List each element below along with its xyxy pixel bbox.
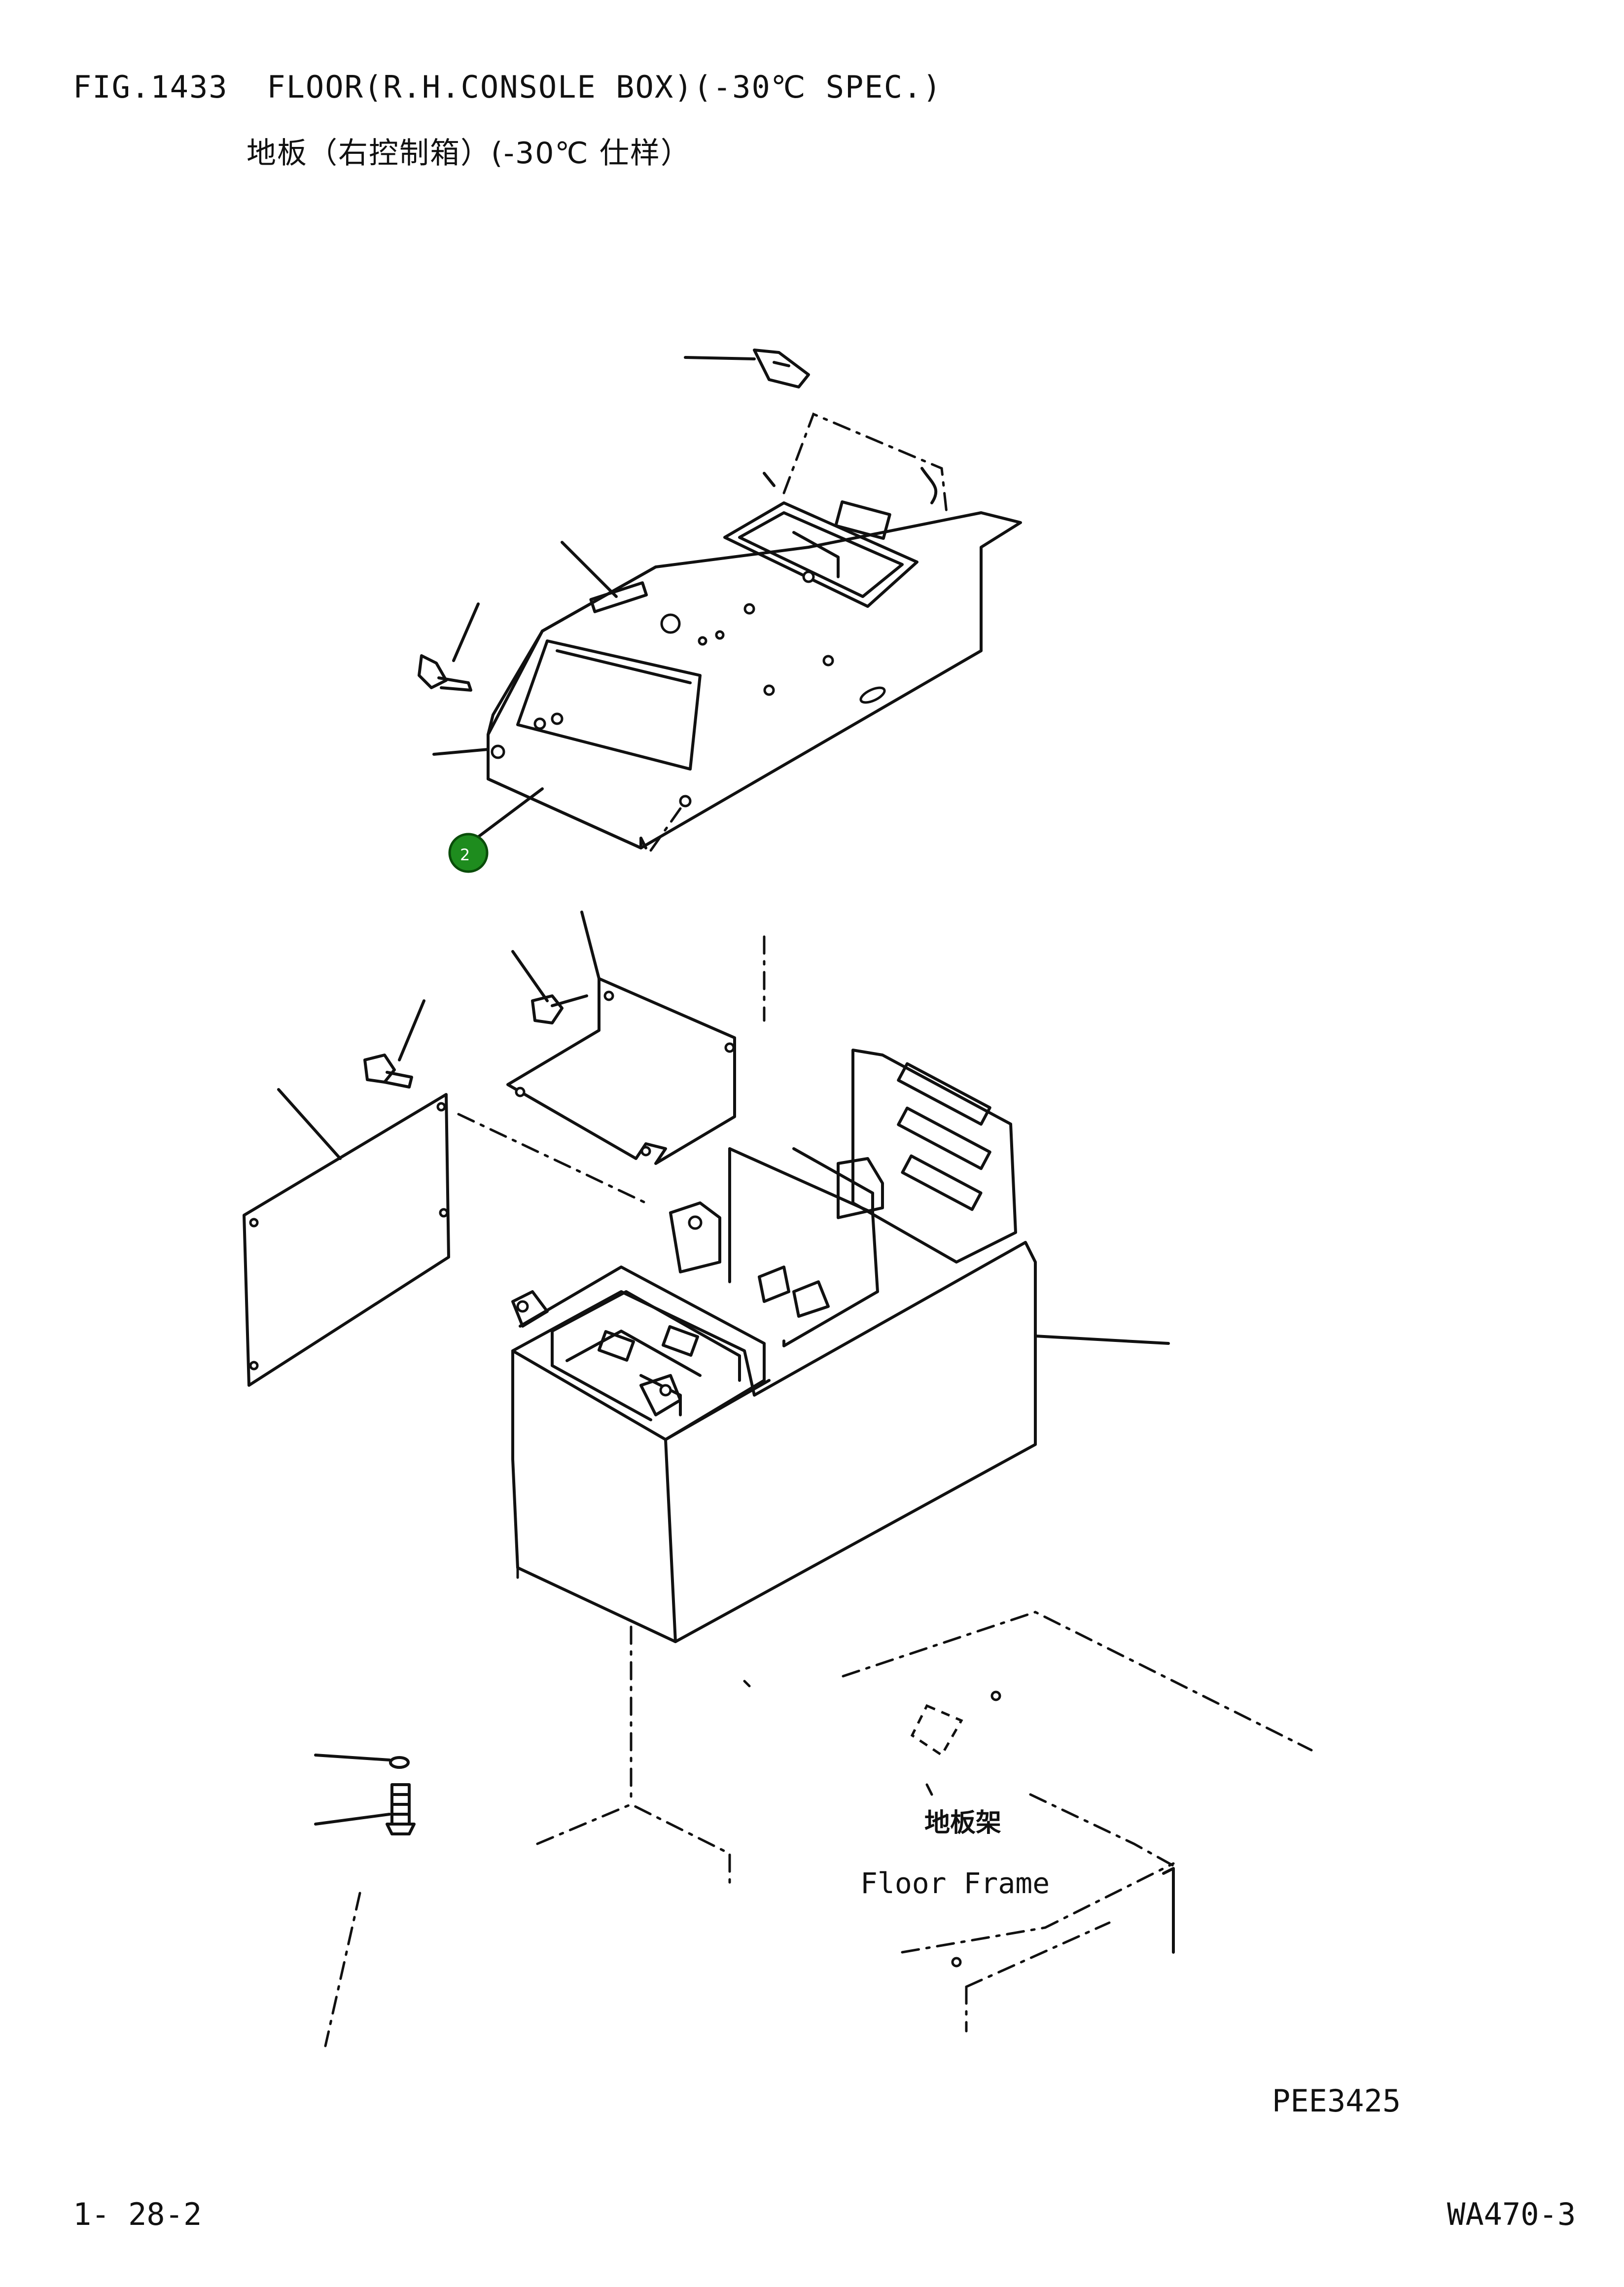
console-box [511,1049,1170,1643]
bolt-top [418,654,472,692]
model-code: WA470-3 [1447,2196,1576,2232]
floor-frame [536,1611,1313,2033]
leader-lines-top [432,356,776,1022]
callout-2[interactable]: 2 [448,833,489,873]
page-number: 1- 28-2 [73,2196,202,2232]
middle-cover-plate [363,911,736,1204]
side-panel [243,1088,450,1387]
floor-frame-label-en: Floor Frame [860,1866,1050,1900]
drawing-code: PEE3425 [1272,2083,1401,2119]
figure-title: FIG.1433 FLOOR(R.H.CONSOLE BOX)(-30℃ SPE… [73,69,942,105]
callout-number: 2 [460,845,470,864]
figure-subtitle: 地板（右控制箱）(-30℃ 仕样） [247,136,691,171]
console-cover [487,349,1022,849]
bolt-bottom [314,1754,416,2047]
floor-frame-label-cn: 地板架 [924,1808,1001,1838]
